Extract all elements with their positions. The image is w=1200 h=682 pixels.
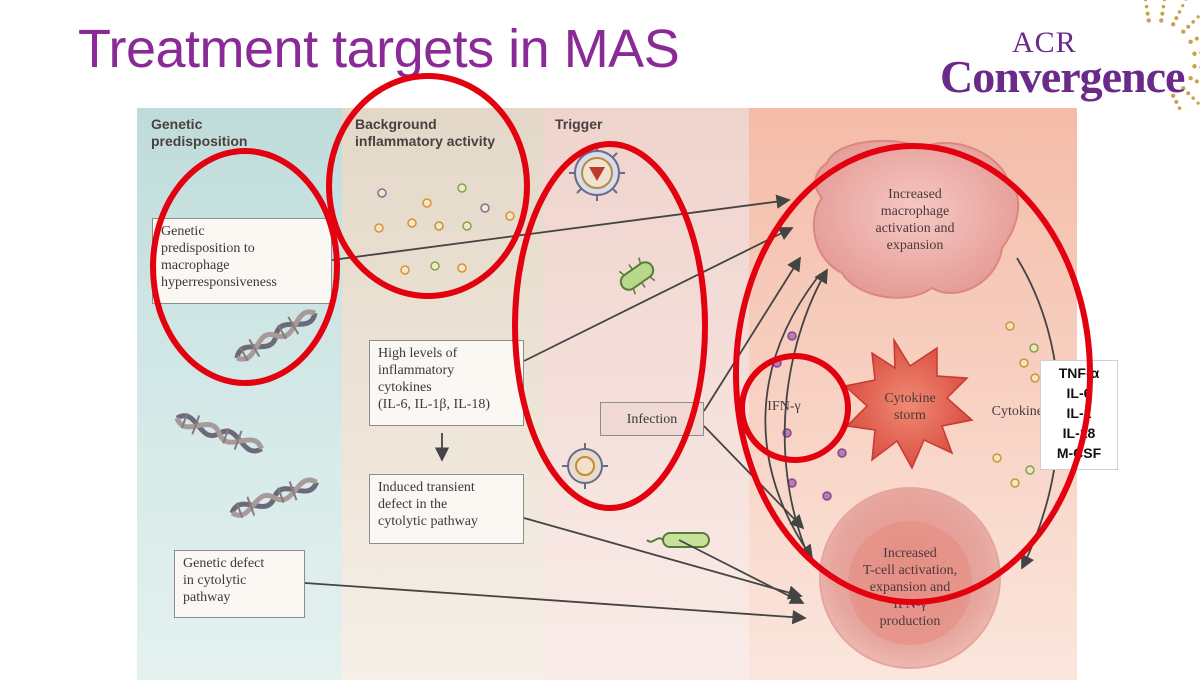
logo-dot [1174, 16, 1179, 21]
bacterium-icon [618, 257, 656, 295]
logo-dot [1196, 101, 1200, 105]
logo-dot [1177, 106, 1182, 110]
logo-dot [1146, 18, 1151, 23]
logo-dot [1196, 15, 1200, 19]
logo-dot [1159, 18, 1164, 23]
cytokine-list-item: IL-6 [1066, 385, 1092, 401]
logo-dot [1191, 96, 1195, 100]
genetic-defect-box: Genetic defect in cytolytic pathway [174, 550, 305, 618]
acr-logo-dots [1143, 0, 1200, 110]
mas-pathogenesis-diagram: Genetic predisposition Background inflam… [137, 108, 1077, 680]
logo-dot [1162, 0, 1167, 2]
slide-title: Treatment targets in MAS [78, 19, 680, 79]
logo-dot [1174, 99, 1179, 104]
virus-icon [569, 145, 625, 201]
infection-box: Infection [600, 402, 704, 436]
logo-dot [1186, 91, 1191, 96]
cytokine-list-item: TNF-α [1058, 365, 1100, 381]
cytokine-list: TNF-α IL-6 IL-1 IL-18 M-CSF [1040, 360, 1118, 470]
logo-dot [1143, 0, 1148, 2]
logo-dot [1160, 11, 1165, 16]
logo-dot [1144, 4, 1149, 9]
cytokine-list-item: IL-1 [1066, 405, 1092, 421]
logo-dot [1181, 4, 1185, 8]
dna-icon [234, 309, 318, 362]
induced-transient-defect-box: Induced transient defect in the cytolyti… [369, 474, 524, 544]
t-cell-label: Increased T-cell activation, expansion a… [862, 546, 958, 629]
bacillus-icon [646, 532, 710, 548]
logo-convergence-text: Convergence [940, 51, 1185, 102]
cytokine-storm-label: Cytokine storm [884, 391, 936, 423]
logo-dot [1194, 79, 1199, 84]
macrophage-label: Increased macrophage activation and expa… [875, 187, 955, 253]
logo-dot [1188, 39, 1193, 45]
inflammatory-dots-icon [374, 183, 515, 275]
panel-header-genetic: Genetic predisposition [151, 116, 248, 149]
logo-dot [1170, 93, 1176, 98]
logo-dot [1191, 20, 1195, 24]
logo-dot [1194, 36, 1199, 41]
logo-dot [1184, 0, 1188, 1]
high-levels-cytokines-box: High levels of inflammatory cytokines (I… [369, 340, 524, 426]
virus-icon [562, 443, 608, 489]
ifn-gamma-label: IFN-γ [767, 399, 801, 414]
logo-dot [1170, 22, 1176, 27]
logo-dot [1161, 4, 1166, 9]
logo-dot [1186, 24, 1191, 29]
dna-icon [229, 477, 319, 519]
logo-dot [1188, 75, 1193, 81]
logo-dot [1177, 10, 1182, 14]
cytokine-list-item: IL-18 [1062, 425, 1096, 441]
logo-dot [1192, 51, 1197, 56]
genetic-predisposition-box: Genetic predisposition to macrophage hyp… [152, 218, 332, 304]
dna-icon [174, 412, 264, 454]
logo-dot [1181, 29, 1186, 34]
cytokine-list-item: M-CSF [1056, 445, 1102, 461]
logo-acr-text: ACR [1012, 26, 1077, 59]
panel-header-trigger: Trigger [555, 116, 603, 132]
logo-dot [1181, 86, 1186, 91]
logo-dot [1192, 64, 1197, 69]
logo-dot [1145, 11, 1150, 16]
